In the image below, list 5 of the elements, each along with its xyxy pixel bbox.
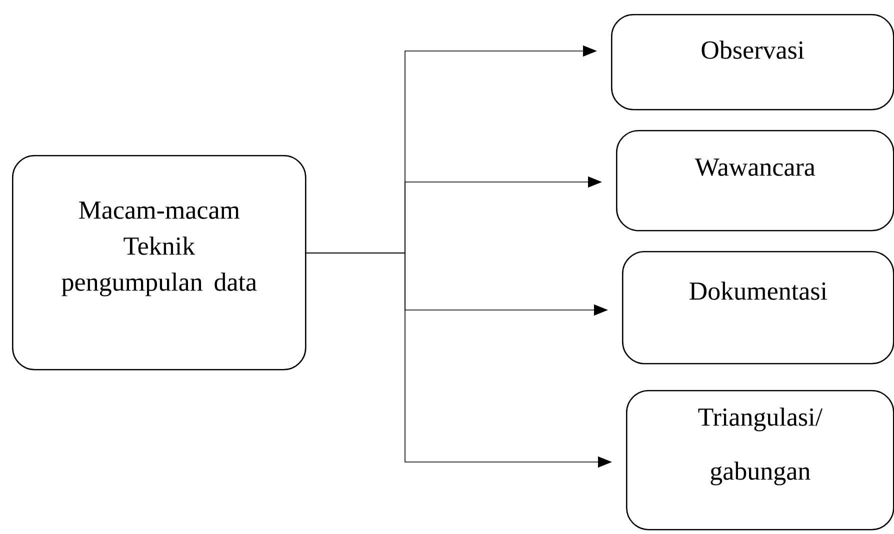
rounded-box: Triangulasi/ gabungan (626, 390, 894, 530)
rounded-box: Wawancara (616, 130, 894, 232)
rounded-box: Macam-macam Teknik pengumpulan data (12, 154, 306, 370)
rounded-box: Dokumentasi (622, 250, 894, 364)
rounded-box: Observasi (611, 14, 894, 110)
